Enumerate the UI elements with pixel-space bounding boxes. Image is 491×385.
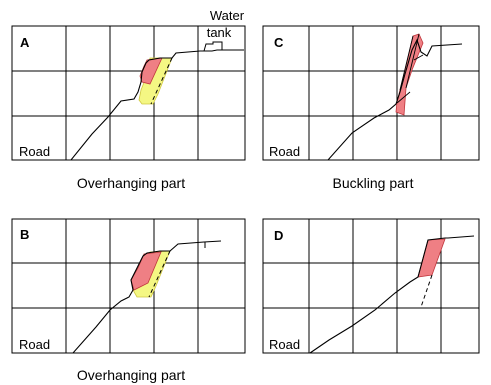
- panel-b-slope-profile: [36, 240, 222, 354]
- panel-a-water-label-1: Water: [210, 8, 245, 23]
- panel-d-road-label: Road: [269, 337, 300, 352]
- panel-d: D Road: [262, 218, 480, 354]
- panel-b-letter: B: [20, 227, 29, 242]
- panel-a-grid: [12, 26, 245, 160]
- panel-d-grid: [263, 219, 479, 353]
- panel-a-dashed-line: [150, 57, 173, 105]
- panel-c-grid: [263, 26, 479, 160]
- panel-a-water-label-2: tank: [207, 25, 232, 40]
- panel-d-letter: D: [274, 228, 283, 243]
- panel-a-road-label: Road: [19, 144, 50, 159]
- panel-b-frame: [11, 218, 246, 354]
- panel-a-overhang-yellow: [138, 57, 173, 105]
- panel-c-buckling-lines: [396, 33, 424, 104]
- panel-a-caption: Overhanging part: [77, 175, 185, 191]
- panel-c-road-label: Road: [269, 144, 300, 159]
- panel-a-water-tank: [203, 41, 223, 52]
- panel-c-slope-profile: [305, 38, 463, 161]
- panel-c: C Road Buckling part: [262, 25, 480, 191]
- panel-b: B Road Overhanging part: [11, 218, 246, 383]
- panel-b-road-label: Road: [19, 337, 50, 352]
- panel-b-caption: Overhanging part: [77, 367, 185, 383]
- panel-b-dashed-line: [148, 250, 171, 298]
- panel-a-frame: [11, 25, 246, 161]
- panel-a-letter: A: [20, 35, 30, 50]
- panel-a-slope-profile: [32, 49, 244, 161]
- panel-d-dashed-line: [420, 274, 433, 308]
- panel-d-frame: [262, 218, 480, 354]
- panel-b-grid: [12, 219, 245, 353]
- panel-c-frame: [262, 25, 480, 161]
- panel-c-letter: C: [274, 35, 284, 50]
- panel-c-caption: Buckling part: [333, 175, 414, 191]
- panel-d-slope-profile: [309, 235, 475, 354]
- panel-a: A Road Water tank Overhanging part: [11, 8, 246, 191]
